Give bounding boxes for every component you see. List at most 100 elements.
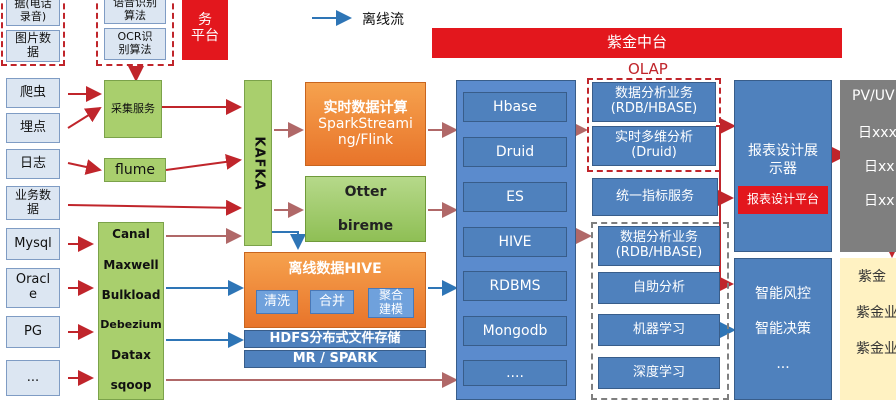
source-pg: PG: [6, 316, 60, 348]
otter-label: Otter: [344, 184, 387, 200]
metrics-service-box: 统一指标服务: [592, 178, 718, 216]
service-self-analysis: 自助分析: [598, 272, 720, 304]
speech-line1: 语音识别: [113, 0, 157, 10]
step-clean: 清洗: [256, 290, 298, 314]
storage-druid: Druid: [463, 137, 567, 167]
source-more: ...: [6, 360, 60, 396]
risk-label: 智能风控: [755, 286, 811, 302]
collector-label: 采集服务: [111, 101, 155, 115]
report-line1: 报表设计展: [748, 143, 818, 159]
day1-label: 日xxx: [858, 125, 896, 141]
tool-sqoop: sqoop: [110, 378, 152, 392]
storage-es: ES: [463, 182, 567, 212]
arrow-flume-kafka: [165, 153, 242, 171]
collector-service: 采集服务: [104, 80, 162, 138]
phone-line1: 据(电话: [14, 0, 52, 11]
metrics-label: 统一指标服务: [615, 188, 694, 204]
ocr-line2: 别算法: [118, 43, 152, 56]
flume-box: flume: [104, 158, 166, 182]
otter-bireme-box: [305, 176, 426, 242]
source-business-data: 业务数 据: [6, 186, 60, 220]
tool-bulkload: Bulkload: [101, 288, 161, 302]
storage-mongodb: Mongodb: [463, 316, 567, 346]
speech-recognition-box: 语音识别 算法: [104, 0, 166, 24]
decision-label: 智能决策: [755, 321, 811, 337]
arrow-business: [67, 199, 242, 216]
service-ml: 机器学习: [598, 314, 720, 346]
step-merge: 合并: [310, 290, 354, 314]
step-clean-label: 清洗: [263, 293, 290, 309]
service-dl: 深度学习: [598, 357, 720, 389]
storage-rdbms: RDBMS: [463, 271, 567, 301]
storage-more: ....: [463, 360, 567, 386]
olap-title: OLAP: [628, 60, 668, 78]
more-label: ...: [26, 369, 40, 385]
business-line2: 据: [26, 202, 39, 216]
mongodb-label: Mongodb: [482, 322, 548, 339]
es-label: ES: [506, 188, 524, 205]
source-logs: 日志: [6, 149, 60, 179]
olap-analysis-line2: (RDB/HBASE): [610, 101, 698, 116]
oracle-line1: Oracl: [15, 272, 51, 288]
business-line1: 业务数: [14, 188, 51, 203]
ocr-line1: OCR识: [117, 30, 153, 44]
phone-line2: 录音): [19, 10, 47, 23]
step-model-label: 建模: [378, 302, 403, 316]
mr-spark-box: MR / SPARK: [244, 350, 426, 368]
olap-realtime-line1: 实时多维分析: [614, 130, 693, 146]
speech-line2: 算法: [124, 9, 146, 22]
zijin2-label: 紫金业: [856, 305, 896, 321]
tool-datax: Datax: [111, 348, 151, 362]
ml-label: 机器学习: [632, 321, 685, 337]
olap-group: [587, 78, 721, 172]
top-red-line1: 务: [198, 11, 212, 28]
rdbms-label: RDBMS: [489, 277, 541, 294]
bireme-label: bireme: [337, 218, 394, 234]
day2-label: 日xx: [864, 159, 895, 175]
tool-debezium: Debezium: [100, 318, 162, 331]
image-line2: 据: [26, 45, 39, 59]
tool-maxwell: Maxwell: [103, 258, 159, 272]
oracle-line2: e: [29, 287, 37, 302]
source-phone-recording: 据(电话 录音): [6, 0, 60, 26]
tracking-label: 埋点: [19, 119, 46, 135]
step-merge-label: 合并: [318, 293, 345, 309]
olap-realtime-line2: (Druid): [631, 145, 677, 160]
self-analysis-label: 自助分析: [632, 279, 685, 295]
source-mysql: Mysql: [6, 228, 60, 260]
metrics-right-box: [840, 80, 896, 252]
pvuv-label: PV/UV: [852, 88, 895, 104]
algorithm-group: [96, 0, 174, 66]
olap-realtime-box: 实时多维分析 (Druid): [592, 126, 716, 166]
storage-hive: HIVE: [463, 227, 567, 257]
offline-hive-title: 离线数据HIVE: [288, 261, 382, 277]
report-platform-button: 报表设计平台: [738, 186, 828, 214]
report-line2: 示器: [769, 161, 797, 177]
flume-label: flume: [115, 161, 155, 178]
source-tracking: 埋点: [6, 113, 60, 143]
crawler-label: 爬虫: [19, 84, 46, 100]
hdfs-box: HDFS分布式文件存储: [244, 330, 426, 348]
report-box: [734, 80, 832, 252]
realtime-line3: ng/Flink: [337, 132, 394, 149]
apps-more-label: ...: [776, 356, 790, 372]
olap-analysis-line1: 数据分析业务: [614, 86, 693, 102]
druid-label: Druid: [495, 143, 535, 160]
zijin-platform-banner: 紫金中台: [432, 28, 842, 58]
source-image-data: 图片数 据: [6, 30, 60, 62]
olap-analysis-box: 数据分析业务 (RDB/HBASE): [592, 82, 716, 122]
realtime-line2: SparkStreami: [318, 115, 413, 132]
ocr-box: OCR识 别算法: [104, 28, 166, 60]
hive-label: HIVE: [498, 233, 532, 250]
kafka-box: KAFKA: [244, 80, 272, 246]
dl-label: 深度学习: [632, 364, 685, 380]
logs-label: 日志: [19, 155, 46, 171]
services-group: [591, 222, 729, 400]
day3-label: 日xx: [864, 193, 895, 209]
tool-canal: Canal: [112, 227, 150, 241]
realtime-title: 实时数据计算: [323, 99, 408, 116]
zijin3-label: 紫金业: [856, 341, 896, 357]
source-oracle: Oracl e: [6, 268, 60, 308]
sync-tools-box: [98, 222, 164, 400]
mysql-label: Mysql: [14, 235, 52, 251]
